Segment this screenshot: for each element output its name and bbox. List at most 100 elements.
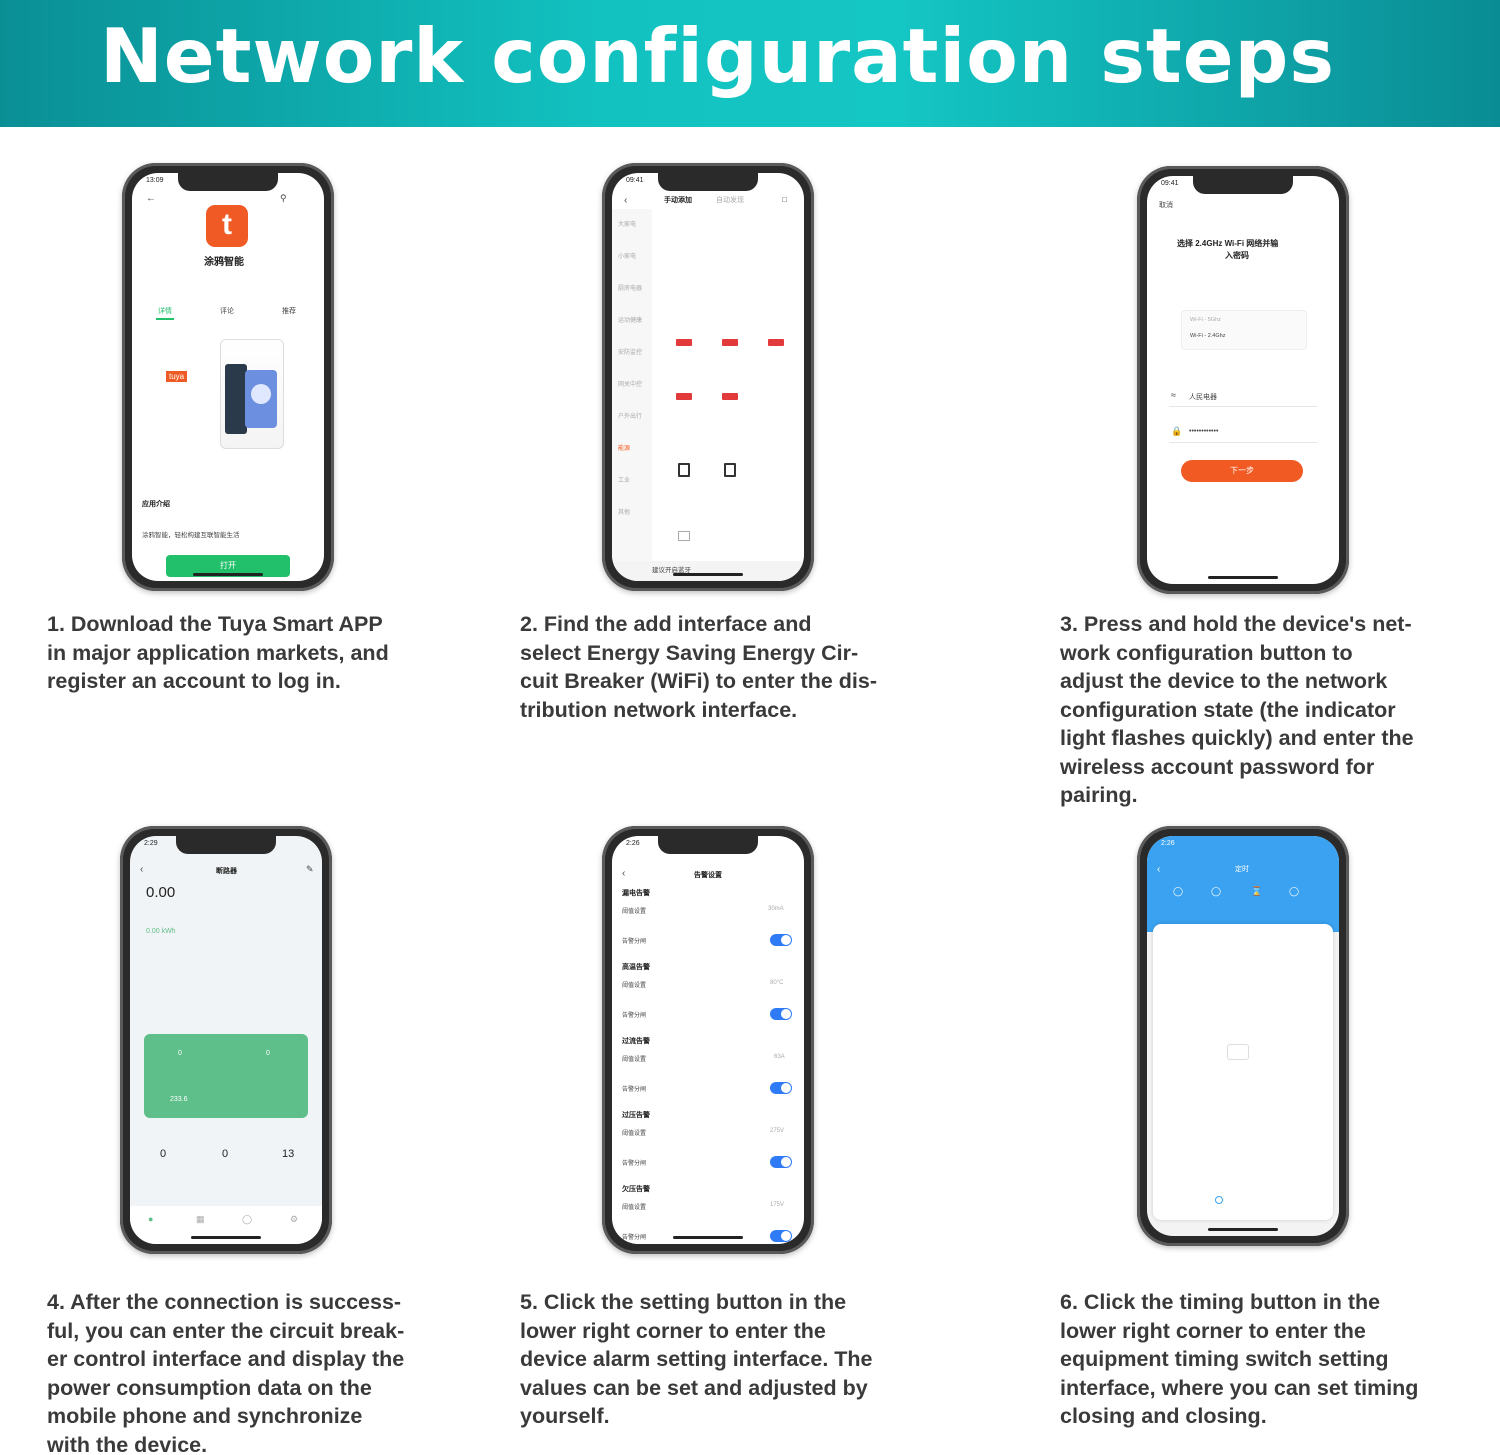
tab-auto-discover[interactable]: 自动发现 <box>716 197 744 204</box>
tuya-brand-label: tuya <box>166 371 188 382</box>
header-banner: Network configuration steps <box>0 0 1500 127</box>
back-icon[interactable]: ‹ <box>622 868 626 879</box>
cycle-icon[interactable]: ◯ <box>1289 886 1300 896</box>
home-indicator <box>193 573 263 576</box>
threshold-value[interactable]: 175V <box>770 1202 785 1208</box>
tab-recommend[interactable]: 推荐 <box>282 308 296 315</box>
random-icon[interactable]: ⌛ <box>1251 886 1263 896</box>
caption-line: select Energy Saving Energy Cir- <box>520 640 859 665</box>
alarm-trip-toggle[interactable] <box>770 1156 792 1168</box>
step-3-caption: 3. Press and hold the device's net- work… <box>1060 610 1414 810</box>
category-item[interactable]: 户外出行 <box>618 414 643 420</box>
caption-line: pairing. <box>1060 783 1138 807</box>
phone-notch <box>178 173 278 191</box>
caption-line: configuration state (the indicator <box>1060 697 1396 722</box>
status-time: 09:41 <box>626 177 644 184</box>
caption-line: 4. After the connection is success- <box>47 1290 402 1314</box>
breaker-control-screen: 2:29 ‹ 断路器 ✎ 0.00 0.00 kWh 0 0 233.6 0 0… <box>130 836 322 1244</box>
password-field[interactable]: •••••••••••• <box>1189 428 1219 435</box>
device-placeholder-icon[interactable] <box>678 531 690 541</box>
records-tab-icon[interactable]: ▦ <box>196 1214 205 1224</box>
back-icon[interactable]: ‹ <box>140 864 144 875</box>
edit-icon[interactable]: ✎ <box>306 864 314 874</box>
threshold-value[interactable]: 275V <box>770 1128 785 1134</box>
scan-icon[interactable]: □ <box>782 195 787 204</box>
cancel-link[interactable]: 取消 <box>1159 202 1173 209</box>
caption-line: er control interface and display the <box>47 1347 405 1371</box>
threshold-value[interactable]: 30mA <box>768 906 784 912</box>
status-time: 2:26 <box>1161 840 1175 847</box>
section-intro-heading: 应用介绍 <box>142 501 170 508</box>
caption-line: equipment timing switch setting <box>1060 1347 1389 1371</box>
back-icon[interactable]: ‹ <box>624 195 628 206</box>
empty-state-icon <box>1227 1044 1249 1060</box>
tab-reviews[interactable]: 评论 <box>220 308 234 315</box>
category-item[interactable]: 其他 <box>618 510 631 516</box>
threshold-label: 阈值设置 <box>622 1131 647 1137</box>
alarm-trip-label: 告警分闸 <box>622 1161 647 1167</box>
tab-details[interactable]: 详情 <box>158 308 172 315</box>
caption-line: light flashes quickly) and enter the <box>1060 726 1414 750</box>
category-item[interactable]: 厨房电器 <box>618 286 643 292</box>
threshold-label: 阈值设置 <box>622 983 647 989</box>
phone-mockup-step-3: 09:41 取消 选择 2.4GHz Wi-Fi 网络并输 入密码 Wi-Fi … <box>1137 166 1349 594</box>
breaker-icon[interactable] <box>676 339 692 346</box>
wifi-setup-screen: 09:41 取消 选择 2.4GHz Wi-Fi 网络并输 入密码 Wi-Fi … <box>1147 176 1339 584</box>
stat-value: 0 <box>222 1148 229 1160</box>
ssid-field[interactable]: 人民电器 <box>1189 394 1217 401</box>
phone-notch <box>1193 176 1293 194</box>
wifi-title-line2: 入密码 <box>1225 251 1249 260</box>
alarm-trip-toggle[interactable] <box>770 934 792 946</box>
breaker-icon[interactable] <box>676 393 692 400</box>
caption-line: 2. Find the add interface and <box>520 612 812 636</box>
next-button[interactable]: 下一步 <box>1181 460 1303 482</box>
tab-manual-add[interactable]: 手动添加 <box>664 197 692 204</box>
meter-icon[interactable] <box>678 463 690 477</box>
category-item-selected[interactable]: 能源 <box>618 446 631 452</box>
category-item[interactable]: 工业 <box>618 478 631 484</box>
meter-icon[interactable] <box>724 463 736 477</box>
caption-line: with the device. <box>47 1432 208 1455</box>
timer-tab-icon[interactable]: ◯ <box>242 1214 253 1224</box>
threshold-value[interactable]: 63A <box>774 1054 785 1060</box>
breaker-icon[interactable] <box>722 339 738 346</box>
open-app-button[interactable]: 打开 <box>166 555 290 577</box>
caption-line: device alarm setting interface. The <box>520 1347 873 1371</box>
threshold-value[interactable]: 80°C <box>770 980 784 986</box>
caption-line: in major application markets, and <box>47 640 389 665</box>
back-icon[interactable]: ‹ <box>1157 864 1161 875</box>
wifi-icon: ≈ <box>1171 390 1176 400</box>
timer-screen: 2:26 ‹ 定时 ◯ ◯ ⌛ ◯ <box>1147 836 1339 1236</box>
add-timer-icon[interactable] <box>1215 1196 1223 1204</box>
caption-line: register an account to log in. <box>47 669 341 693</box>
screen-title: 定时 <box>1235 866 1249 873</box>
add-device-screen: 09:41 ‹ 手动添加 自动发现 □ 大家电 小家电 厨房电器 运动健康 安防… <box>612 173 804 581</box>
category-item[interactable]: 运动健康 <box>618 318 643 324</box>
countdown-icon[interactable]: ◯ <box>1173 886 1184 896</box>
caption-line: cuit Breaker (WiFi) to enter the dis- <box>520 669 877 693</box>
category-item[interactable]: 大家电 <box>618 222 637 228</box>
alarm-trip-toggle[interactable] <box>770 1230 792 1242</box>
device-title: 断路器 <box>216 868 237 875</box>
alarm-settings-screen: 2:26 ‹ 告警设置 漏电告警 阈值设置 30mA 告警分闸 高温告警 阈值设… <box>612 836 804 1244</box>
back-icon[interactable]: ← <box>146 193 156 204</box>
app-store-screen: 13:09 ← ⚲ t 涂鸦智能 详情 评论 推荐 tuya 应用介绍 涂鸦智能… <box>132 173 324 581</box>
bluetooth-hint-bar[interactable]: 建议开启蓝牙 <box>612 561 804 581</box>
app-preview-image <box>220 339 284 449</box>
schedule-icon[interactable]: ◯ <box>1211 886 1222 896</box>
power-reading: 0.00 <box>146 884 176 901</box>
caption-line: 5. Click the setting button in the <box>520 1290 847 1314</box>
alarm-trip-toggle[interactable] <box>770 1008 792 1020</box>
wifi-illustration: Wi-Fi - 5Ghz Wi-Fi - 2.4Ghz <box>1181 310 1307 350</box>
switch-tab-icon[interactable]: ● <box>148 1214 154 1224</box>
category-item[interactable]: 小家电 <box>618 254 637 260</box>
status-time: 2:26 <box>626 840 640 847</box>
category-item[interactable]: 安防监控 <box>618 350 643 356</box>
breaker-icon[interactable] <box>722 393 738 400</box>
threshold-label: 阈值设置 <box>622 1205 647 1211</box>
alarm-trip-toggle[interactable] <box>770 1082 792 1094</box>
breaker-icon[interactable] <box>768 339 784 346</box>
settings-tab-icon[interactable]: ⚙ <box>290 1214 299 1224</box>
search-icon[interactable]: ⚲ <box>280 193 287 203</box>
category-item[interactable]: 网关中控 <box>618 382 643 388</box>
